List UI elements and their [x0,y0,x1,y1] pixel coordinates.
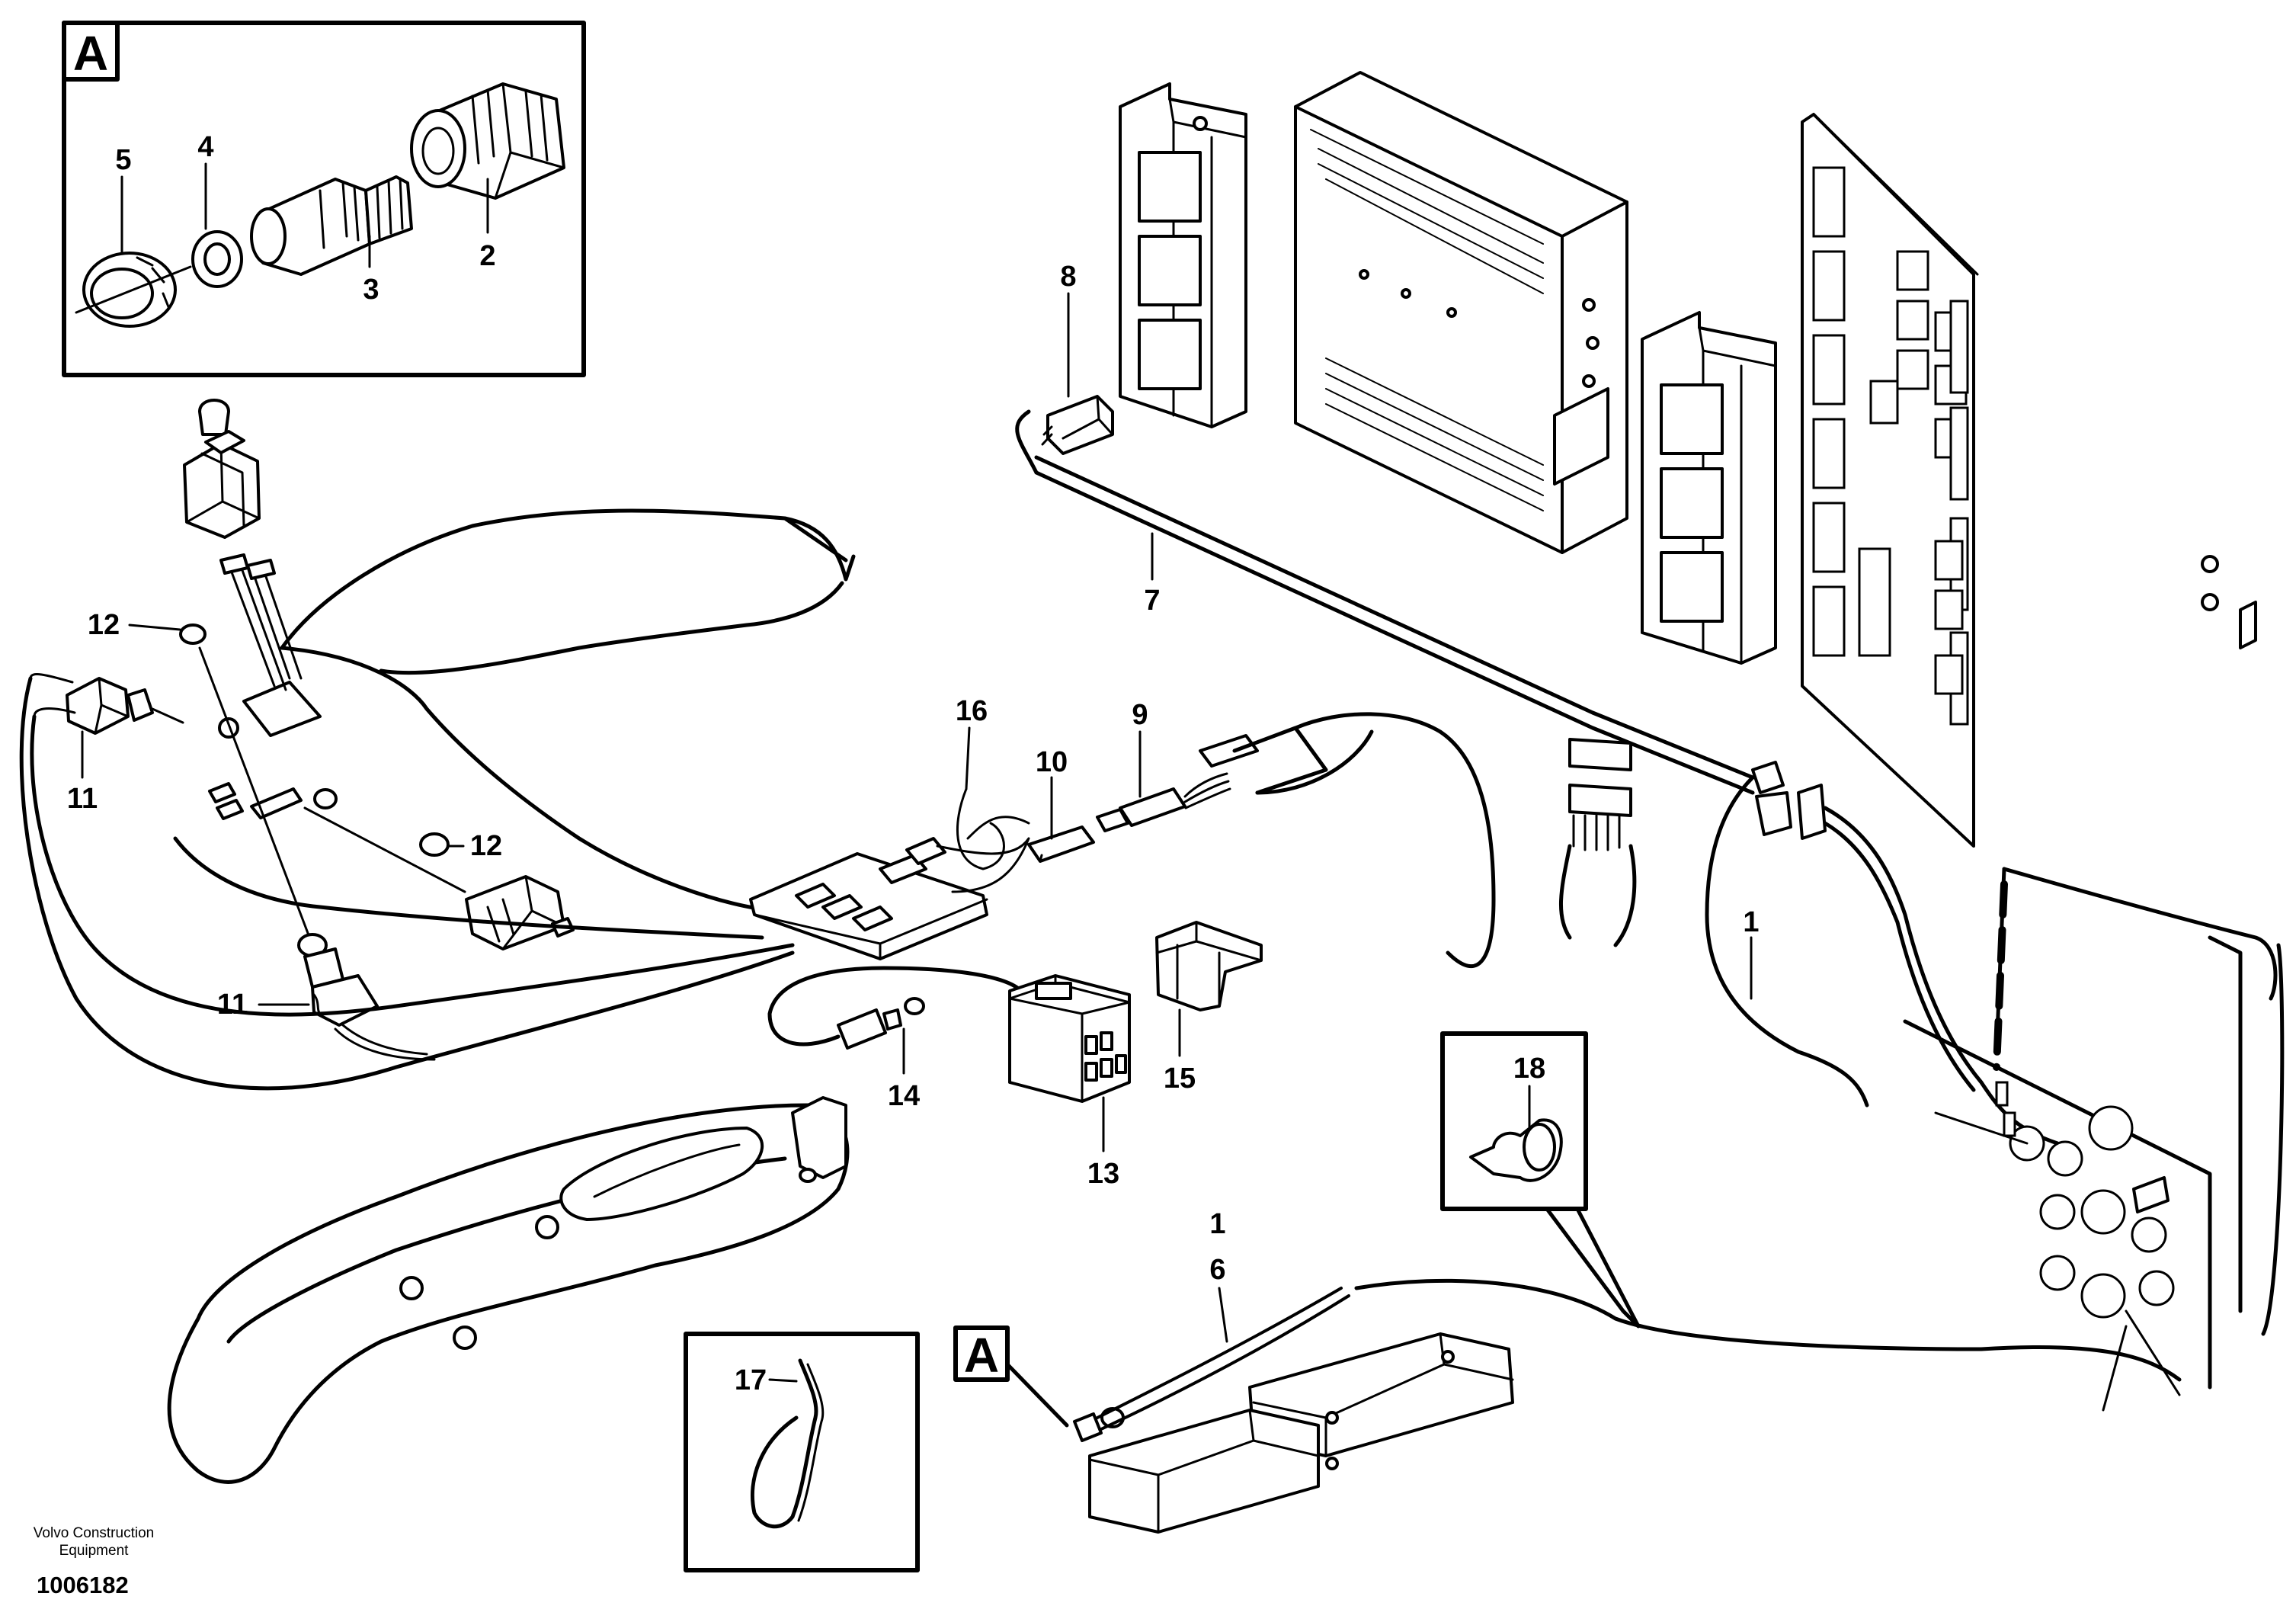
instrument-plate [1903,867,2285,1412]
detail-tag-a: A [73,26,108,81]
harness-7-connector-b [1705,761,2060,1146]
fitting-part [250,175,413,276]
credit-line-2: Equipment [59,1543,129,1559]
circuit-board-part [1801,113,2257,848]
knob-12-top [128,623,207,645]
relay-socket-13 [1008,974,1131,1103]
callout-9: 9 [1132,699,1148,731]
washer-part [191,230,243,288]
callout-3: 3 [363,274,379,306]
control-unit-part [1294,71,1628,554]
detail-tag-a-bottom: A [964,1328,999,1383]
document-number: 1006182 [37,1572,129,1598]
callout-10: 10 [1036,746,1068,778]
callout-16: 16 [956,695,988,727]
callout-11-lower: 11 [217,989,248,1021]
callout-15: 15 [1164,1063,1196,1095]
harness-center-right [1232,712,1496,969]
cable-tie-16 [956,787,1005,870]
callout-4: 4 [197,131,213,163]
manufacturer-credit: Volvo Construction Equipment [14,1524,174,1559]
harness-7 [1015,395,1755,795]
callout-5: 5 [115,144,131,176]
connector-14 [767,966,1023,1050]
control-panel-upper [208,508,856,913]
harness-loop-left [19,676,795,1091]
detail-18-box: 18 [1440,1031,1641,1329]
harness-center-right-b [1255,729,1374,795]
callout-7: 7 [1144,585,1160,617]
callout-1-right: 1 [1743,906,1759,938]
callout-14: 14 [888,1080,920,1112]
cap-connector-part [410,82,565,200]
rocker-switch-part [303,806,575,950]
detail-17-box: 17 [684,1332,920,1572]
callout-6: 6 [1209,1254,1225,1286]
callout-2: 2 [479,240,495,272]
mounting-bracket-left [1119,82,1247,428]
callout-8: 8 [1060,261,1076,293]
callout-1-bottom: 1 [1209,1208,1225,1240]
relay-15 [1155,921,1263,1011]
harness-7-connector-a [1558,738,1637,947]
callout-12-lower: 12 [470,830,502,862]
connector-9 [1096,734,1259,832]
callout-13: 13 [1087,1158,1119,1190]
sensor-assembly-part: A [953,1278,2182,1534]
toggle-switch-left [29,673,184,735]
console-cover-part [167,1096,850,1484]
callout-12-top: 12 [88,609,120,641]
callout-11-left: 11 [67,783,98,815]
connector-10 [1027,825,1095,863]
credit-line-1: Volvo Construction [33,1525,155,1541]
nut-part [82,252,177,328]
callout-leaders: 8 7 12 11 12 11 16 10 9 14 13 15 1 [67,261,1760,1343]
callout-17: 17 [735,1364,767,1396]
detail-a-box: A 5 [62,21,586,377]
push-button-part [183,399,303,691]
junction-board-part [749,816,1030,960]
callout-18: 18 [1513,1053,1545,1085]
mounting-bracket-right [1641,311,1777,665]
